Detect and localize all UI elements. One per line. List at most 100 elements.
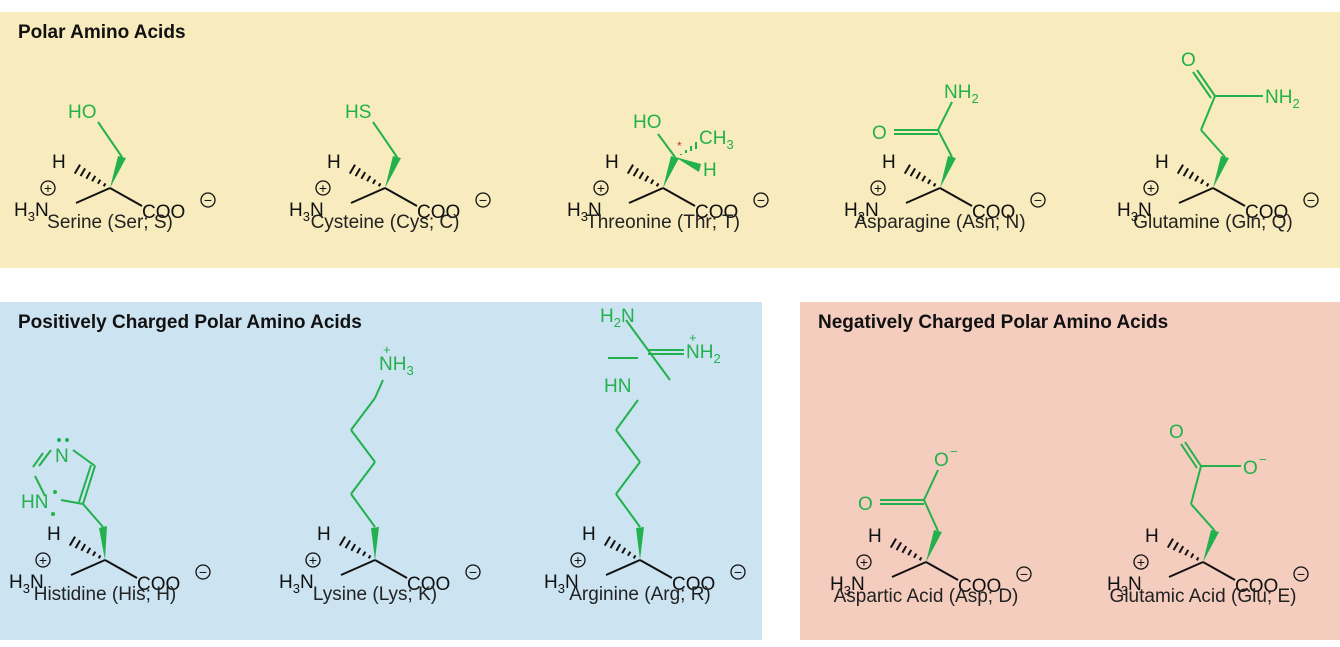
lysine-amine: NH3 <box>379 354 414 378</box>
molecule-arginine: H H3N + COO − HN H2N NH2 + Arginine (Arg; R) <box>520 306 760 605</box>
amino-acid-name-lysine: Lysine (Lys; K) <box>312 584 438 605</box>
amino-acid-name-serine: Serine (Ser; S) <box>47 212 173 233</box>
amino-acid-name-arginine: Arginine (Arg; R) <box>569 584 711 605</box>
amine-group: H3N <box>14 200 49 224</box>
carboxylate-group: COO <box>417 202 460 223</box>
arginine-imine: NH2 <box>686 342 721 366</box>
negative-amino-acids-panel: Negatively Charged Polar Amino Acids <box>800 302 1340 640</box>
amino-acid-name-aspartic-acid: Aspartic Acid (Asp; D) <box>833 586 1019 607</box>
alpha-h: H <box>582 524 596 545</box>
panel-title-positive: Positively Charged Polar Amino Acids <box>18 312 362 333</box>
amine-charge: + <box>39 552 47 568</box>
alpha-h: H <box>1155 152 1169 173</box>
amine-charge: + <box>597 180 605 196</box>
amino-acid-name-asparagine: Asparagine (Asn; N) <box>854 212 1026 233</box>
amine-group: H3N <box>544 572 579 596</box>
alpha-h: H <box>327 152 341 173</box>
arginine-amine-top: H2N <box>600 306 635 330</box>
carboxylate-group: COO <box>407 574 450 595</box>
amine-group: H3N <box>9 572 44 596</box>
panel-title-negative: Negatively Charged Polar Amino Acids <box>818 312 1169 333</box>
cysteine-thiol: HS <box>345 102 371 123</box>
backbone: H H3N + COO − <box>1107 526 1309 598</box>
alpha-h: H <box>868 526 882 547</box>
amine-group: H3N <box>844 200 879 224</box>
carboxylate-charge: − <box>199 564 207 580</box>
threonine-h: H <box>703 160 717 181</box>
alpha-h: H <box>605 152 619 173</box>
carboxylate-group: COO <box>137 574 180 595</box>
glutamic-acid-anion-charge: − <box>1259 452 1267 467</box>
histidine-ring-hn: HN <box>21 492 48 513</box>
backbone: H H3N + COO − <box>1117 152 1319 224</box>
alpha-h: H <box>1145 526 1159 547</box>
aspartic-acid-anion-charge: − <box>950 444 958 459</box>
asparagine-carbonyl-o: O <box>872 123 887 144</box>
polar-amino-acids-panel: Polar Amino Acids <box>0 12 1340 268</box>
amine-charge: + <box>1147 180 1155 196</box>
carboxylate-charge: − <box>734 564 742 580</box>
carboxylate-group: COO <box>1235 576 1278 597</box>
amine-group: H3N <box>1107 574 1142 598</box>
arginine-hn: HN <box>604 376 631 397</box>
carboxylate-group: COO <box>972 202 1015 223</box>
panel-title-polar: Polar Amino Acids <box>18 22 186 43</box>
backbone: H H3N + COO − <box>544 524 746 596</box>
carboxylate-charge: − <box>757 192 765 208</box>
alpha-h: H <box>47 524 61 545</box>
carboxylate-group: COO <box>695 202 738 223</box>
threonine-hydroxyl: HO <box>633 112 662 133</box>
carboxylate-group: COO <box>1245 202 1288 223</box>
amino-acid-name-threonine: Threonine (Thr; T) <box>586 212 740 233</box>
amine-group: H3N <box>279 572 314 596</box>
arginine-imine-charge: + <box>689 330 697 345</box>
carboxylate-group: COO <box>142 202 185 223</box>
amino-acid-name-histidine: Histidine (His; H) <box>33 584 177 605</box>
amino-acid-name-glutamine: Glutamine (Gln; Q) <box>1133 212 1293 233</box>
carboxylate-charge: − <box>204 192 212 208</box>
amine-charge: + <box>1137 554 1145 570</box>
carboxylate-charge: − <box>1020 566 1028 582</box>
amine-charge: + <box>319 180 327 196</box>
threonine-methyl: CH3 <box>699 128 734 152</box>
carboxylate-group: COO <box>672 574 715 595</box>
carboxylate-charge: − <box>1297 566 1305 582</box>
lysine-amine-charge: + <box>383 342 391 357</box>
carboxylate-charge: − <box>469 564 477 580</box>
carboxylate-charge: − <box>1307 192 1315 208</box>
arginine-structure: H H3N + COO − HN H2N NH2 + <box>544 306 746 596</box>
alpha-h: H <box>52 152 66 173</box>
amine-charge: + <box>309 552 317 568</box>
backbone: H H3N + COO − <box>9 524 211 596</box>
glutamine-carbonyl-o: O <box>1181 50 1196 71</box>
amine-charge: + <box>574 552 582 568</box>
serine-hydroxyl: HO <box>68 102 97 123</box>
amine-group: H3N <box>830 574 865 598</box>
carboxylate-charge: − <box>1034 192 1042 208</box>
amine-group: H3N <box>1117 200 1152 224</box>
amino-acid-name-glutamic-acid: Glutamic Acid (Glu; E) <box>1109 586 1297 607</box>
glutamine-amide: NH2 <box>1265 87 1300 111</box>
amine-group: H3N <box>567 200 602 224</box>
